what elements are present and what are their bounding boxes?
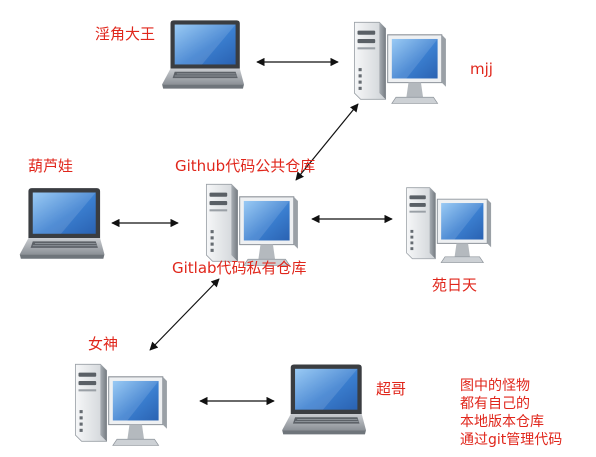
note-block: 图中的怪物 都有自己的 本地版本仓库 通过git管理代码 <box>460 378 562 448</box>
laptop-icon <box>281 363 366 435</box>
label-desktop-bottom: 女神 <box>88 335 118 353</box>
note-line: 图中的怪物 <box>460 378 530 394</box>
label-laptop-top: 淫角大王 <box>95 25 155 43</box>
label-laptop-left: 葫芦娃 <box>28 157 73 175</box>
note-line: 本地版本仓库 <box>460 414 544 430</box>
laptop-icon <box>161 19 244 90</box>
label-laptop-bottom: 超哥 <box>376 380 406 398</box>
label-gitlab-repo: Gitlab代码私有仓库 <box>172 259 307 277</box>
label-mjj: mjj <box>470 60 493 78</box>
desktop-computer-icon <box>406 187 492 264</box>
laptop-icon <box>19 187 105 260</box>
note-line: 通过git管理代码 <box>460 432 562 448</box>
label-github-repo: Github代码公共仓库 <box>175 157 315 175</box>
label-desktop-right: 苑日天 <box>432 276 477 294</box>
note-line: 都有自己的 <box>460 396 530 412</box>
desktop-computer-icon <box>353 21 447 105</box>
server-computer-icon <box>205 183 299 267</box>
desktop-computer-icon <box>74 363 168 447</box>
arrow-server-to-bottom-desktop <box>149 278 220 351</box>
arrow-server-to-mjj <box>295 103 359 181</box>
